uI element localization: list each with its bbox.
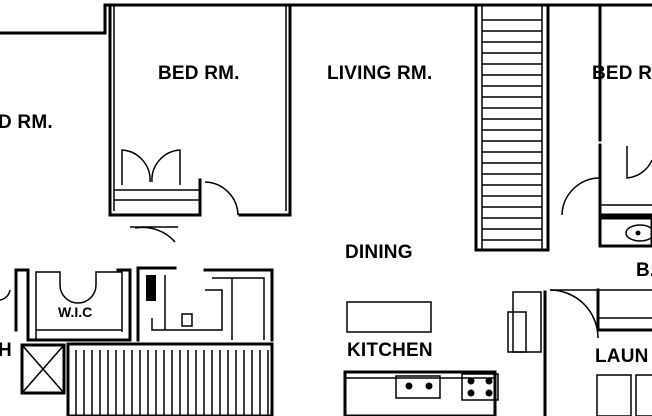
sink-drain-left-icon [405, 382, 413, 390]
bath-sink-icon [625, 224, 652, 242]
walls [0, 3, 652, 332]
top-wall [0, 3, 652, 35]
shower-x2 [21, 344, 65, 394]
room-label-bedroom-center: BED RM. [158, 63, 240, 84]
kitchen-sink [395, 375, 441, 399]
staircase [474, 3, 550, 252]
left-edge-door [0, 289, 11, 301]
bedroom-center-right-wall [238, 3, 292, 217]
closet-doors [121, 149, 239, 216]
room-label-bedroom-right: BED R [592, 63, 652, 84]
room-label-kitchen: KITCHEN [347, 340, 433, 361]
bath-door-swing [549, 289, 599, 339]
sink-drain-right-icon [425, 382, 433, 390]
room-label-bath-right: B. [636, 260, 652, 281]
bath-right-vanity [598, 216, 652, 248]
linen-small-box [181, 313, 193, 327]
room-labels: D RM. BED RM. LIVING RM. BED R DINING W.… [0, 63, 652, 367]
wic-door-left [59, 284, 79, 304]
burner-icon [485, 389, 493, 397]
water-heater-icon [146, 275, 156, 301]
burner-icon [485, 377, 493, 385]
wic-outer [14, 268, 132, 342]
linen-shelf [151, 289, 223, 331]
washer [596, 374, 632, 416]
stove [461, 373, 499, 401]
kitchen-counter [343, 370, 497, 416]
wic-shelf-right [95, 271, 123, 332]
room-label-laundry: LAUN [595, 346, 649, 367]
shower-box [20, 343, 66, 395]
closet-door-right [151, 149, 181, 185]
fridge [512, 291, 542, 353]
room-label-wic: W.I.C [58, 304, 92, 320]
right-doors [549, 146, 652, 339]
burner-icon [467, 389, 475, 397]
room-label-bedroom-left: D RM. [0, 112, 53, 133]
entry-closet-inner [212, 277, 265, 340]
stair-treads [482, 19, 542, 241]
lower-stair-treads [75, 350, 269, 416]
right-closet-door [626, 146, 652, 179]
bedroom-center-left-wall [108, 3, 202, 217]
bath-right-tub [597, 289, 652, 319]
fridge-door [507, 311, 527, 353]
wic-door-right [77, 284, 97, 304]
lower-stair-outline [66, 342, 274, 416]
burner-icon [467, 377, 475, 385]
left-cluster [0, 226, 274, 416]
hall-door-swing [134, 226, 176, 243]
room-label-living: LIVING RM. [327, 63, 432, 84]
entry-closet-wall [203, 268, 274, 342]
right-bedroom-door [561, 177, 601, 216]
linen-wall [136, 266, 177, 342]
kitchen-island [346, 301, 432, 333]
closet-door-left [121, 149, 151, 185]
stair-outline [474, 3, 550, 252]
bath-drain-icon [635, 230, 641, 236]
dryer [635, 374, 652, 416]
bedroom-door-swing [204, 181, 239, 216]
kitchen [343, 290, 652, 416]
room-label-dining: DINING [345, 242, 413, 263]
room-label-bath-left: H [0, 340, 12, 361]
wic-shelf-left [35, 271, 61, 340]
